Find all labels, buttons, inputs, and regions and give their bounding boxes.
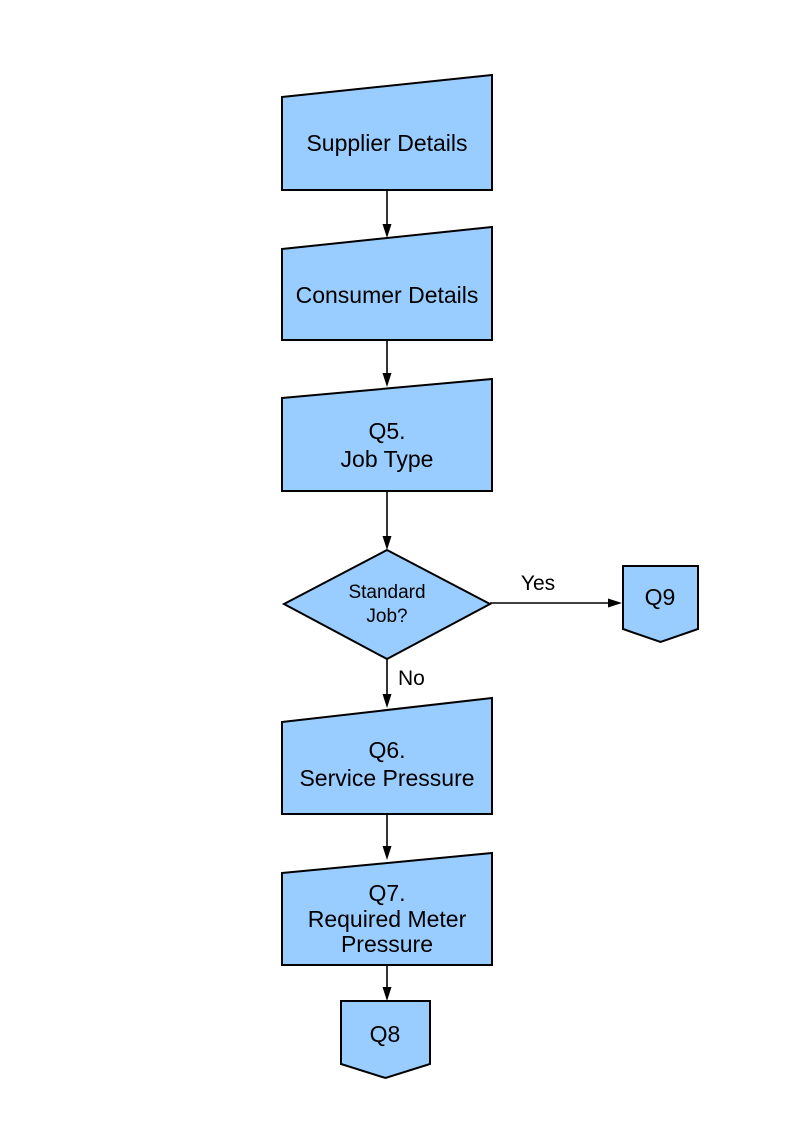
node-q6-service-pressure: Q6. Service Pressure xyxy=(281,696,493,815)
arrowhead-down-icon xyxy=(382,224,392,238)
manual-input-shape xyxy=(281,377,493,492)
node-label-line1: Standard xyxy=(348,582,425,603)
offpage-connector-shape xyxy=(622,565,699,644)
edge-q7-to-q8 xyxy=(382,965,392,1001)
decision-diamond-shape xyxy=(281,548,493,661)
manual-input-shape xyxy=(281,73,493,191)
edge-label-no: No xyxy=(398,667,425,690)
node-label-line1: Q7. xyxy=(368,880,405,906)
arrowhead-down-icon xyxy=(382,846,392,860)
arrowhead-down-icon xyxy=(382,536,392,550)
node-consumer-details: Consumer Details xyxy=(281,225,493,341)
node-label-line1: Q6. xyxy=(368,737,405,763)
manual-input-shape xyxy=(281,696,493,815)
node-supplier-details: Supplier Details xyxy=(281,73,493,191)
manual-input-shape xyxy=(281,851,493,966)
node-label: Q8 xyxy=(370,1021,401,1047)
arrowhead-down-icon xyxy=(382,694,392,708)
node-standard-job-decision: Standard Job? xyxy=(281,548,493,661)
arrowhead-down-icon xyxy=(382,373,392,387)
offpage-connector-shape xyxy=(340,1000,431,1080)
edge-supplier-to-consumer xyxy=(382,190,392,238)
edge-decision-no-to-q6: No xyxy=(382,659,425,708)
arrowhead-down-icon xyxy=(382,987,392,1001)
edge-decision-yes-to-q9: Yes xyxy=(490,572,622,608)
node-label-line2: Job? xyxy=(366,606,407,627)
node-label-line2: Service Pressure xyxy=(299,765,474,791)
node-q5-job-type: Q5. Job Type xyxy=(281,377,493,492)
node-label-line1: Q5. xyxy=(368,418,405,444)
arrowhead-right-icon xyxy=(608,598,622,608)
node-label: Consumer Details xyxy=(296,282,479,308)
edge-q5-to-decision xyxy=(382,491,392,550)
node-label: Supplier Details xyxy=(306,130,467,156)
edge-consumer-to-q5 xyxy=(382,340,392,387)
node-q9-connector: Q9 xyxy=(622,565,699,644)
node-q8-connector: Q8 xyxy=(340,1000,431,1080)
node-label-line3: Pressure xyxy=(341,931,433,957)
node-label-line2: Job Type xyxy=(341,446,434,472)
manual-input-shape xyxy=(281,225,493,341)
edge-q6-to-q7 xyxy=(382,814,392,860)
node-label: Q9 xyxy=(645,584,676,610)
node-label-line2: Required Meter xyxy=(308,906,467,932)
edge-label-yes: Yes xyxy=(521,572,555,595)
node-q7-required-meter-pressure: Q7. Required Meter Pressure xyxy=(281,851,493,966)
